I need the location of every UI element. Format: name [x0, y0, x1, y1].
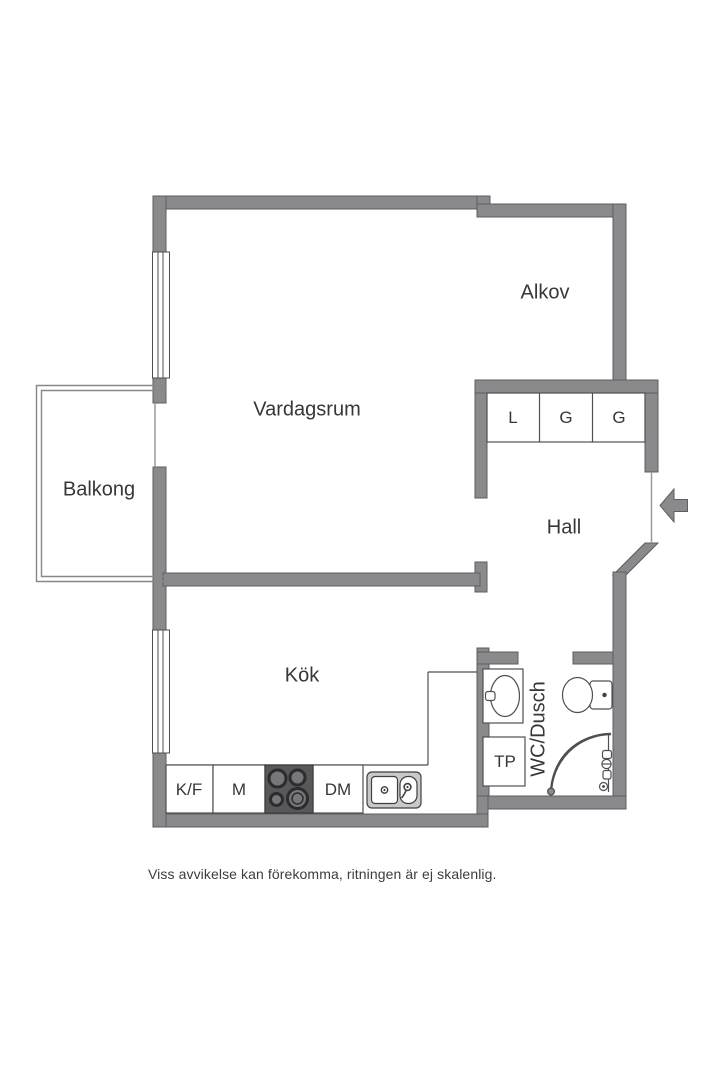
kitchen-counter: [165, 671, 477, 814]
entrance-arrow-icon: [659, 487, 688, 524]
dishwasher-box: [312, 764, 364, 814]
wall-left-1: [152, 195, 167, 255]
wall-left-4: [152, 751, 167, 828]
wall-left-3: [152, 466, 167, 632]
room-label-hall: Hall: [546, 516, 582, 539]
wall-hall-left: [474, 392, 488, 499]
window-livingroom-icon: [152, 251, 170, 379]
room-label-vardagsrum: Vardagsrum: [253, 398, 361, 421]
microwave-box: [212, 764, 266, 814]
wall-bottom-wc: [476, 795, 627, 810]
room-label-wc-dusch: WC/Dusch: [527, 681, 550, 777]
door-opening-lines: [154, 403, 653, 543]
wall-top-left: [152, 195, 491, 210]
closet-row: [486, 392, 646, 443]
appliance-label-kf: K/F: [175, 780, 203, 799]
toilet-icon: [561, 676, 613, 714]
counter-edge: [166, 671, 477, 766]
wall-wc-top-left: [476, 651, 519, 665]
closet-label-g1: G: [559, 408, 573, 427]
appliance-label-dm: DM: [324, 780, 352, 799]
shower-icon: [546, 732, 613, 796]
washbasin-icon: [482, 668, 524, 724]
wall-diagonal: [611, 542, 660, 576]
wall-hall-right-upper: [644, 392, 659, 473]
balcony-outline: [35, 384, 166, 583]
wall-closet-top: [474, 379, 659, 394]
room-label-balkong: Balkong: [62, 478, 136, 501]
closet-box: [486, 392, 646, 443]
shower-mixer-icon: [601, 749, 613, 780]
laundry-tower-box: [482, 736, 526, 787]
kitchen-sink-icon: [366, 771, 422, 809]
room-label-kok: Kök: [284, 664, 320, 687]
closet-label-l: L: [508, 408, 518, 427]
bathroom-fixtures: [482, 668, 613, 796]
wall-wc-top-right: [572, 651, 614, 665]
appliance-label-m: M: [231, 780, 247, 799]
appliance-label-tp: TP: [494, 752, 516, 771]
wall-top-right: [476, 203, 627, 218]
stove-icon: [264, 764, 314, 814]
room-label-alkov: Alkov: [520, 281, 570, 304]
wall-right-lower: [612, 571, 627, 810]
windows: [152, 251, 170, 754]
wall-divider: [162, 572, 481, 587]
window-kitchen-icon: [152, 629, 170, 754]
closet-label-g2: G: [612, 408, 626, 427]
exterior-walls: [152, 195, 660, 828]
wall-bottom-kitchen: [152, 813, 489, 828]
wall-alkov-right: [612, 203, 627, 383]
disclaimer-text: Viss avvikelse kan förekomma, ritningen …: [148, 866, 497, 882]
